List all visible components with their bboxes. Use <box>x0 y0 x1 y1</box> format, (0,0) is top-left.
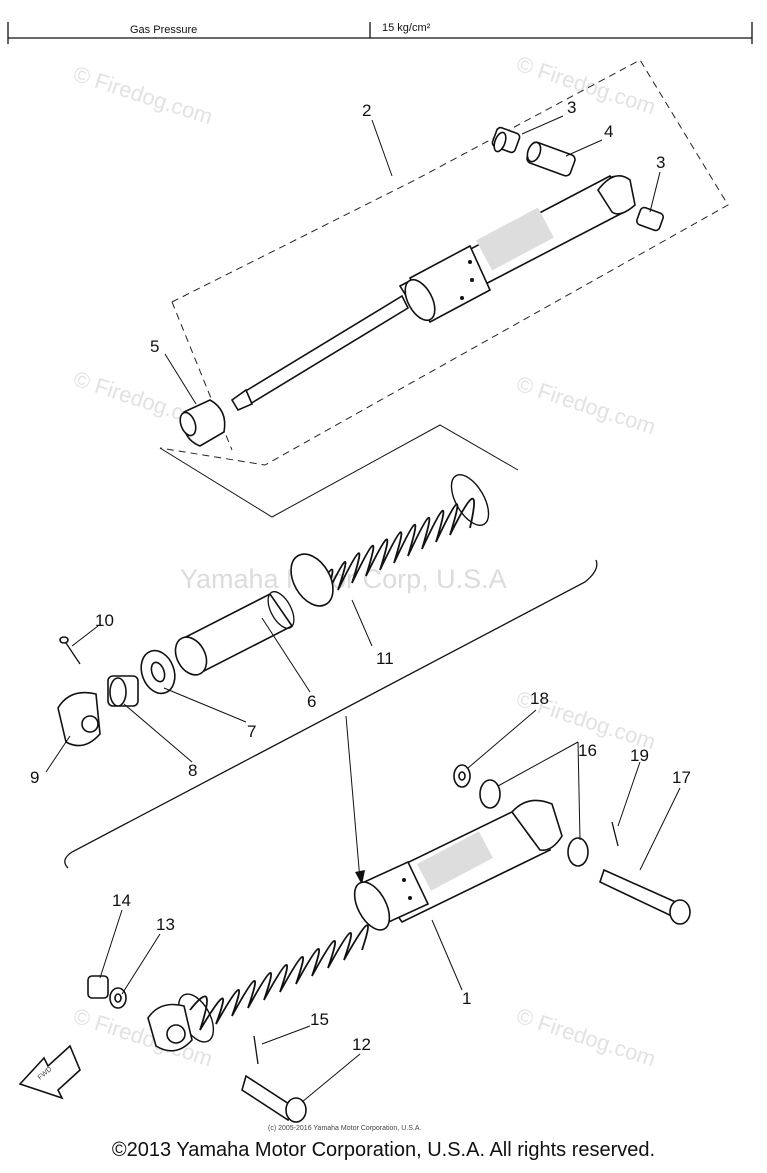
callout-5: 5 <box>150 337 159 356</box>
callout-4: 4 <box>604 122 613 141</box>
callout-11: 11 <box>376 649 394 668</box>
copyright-footer: ©2013 Yamaha Motor Corporation, U.S.A. A… <box>111 1139 656 1161</box>
callout-18: 18 <box>530 689 549 708</box>
collar-8 <box>107 675 139 707</box>
bushing-3-top <box>491 126 521 154</box>
callout-10: 10 <box>95 611 114 630</box>
callout-19: 19 <box>630 746 649 765</box>
callout-8: 8 <box>188 761 197 780</box>
fwd-arrow: FWD <box>18 1044 81 1100</box>
callout-14: 14 <box>112 891 131 910</box>
callout-17: 17 <box>672 768 691 787</box>
gas-pressure-header: Gas Pressure 15 kg/cm² <box>7 22 753 44</box>
callout-6: 6 <box>307 692 316 711</box>
callout-2: 2 <box>362 101 371 120</box>
callout-13: 13 <box>156 915 175 934</box>
gas-pressure-value: 15 kg/cm² <box>382 22 431 34</box>
washer-18 <box>453 764 471 788</box>
small-copyright: (c) 2005-2016 Yamaha Motor Corporation, … <box>268 1125 421 1132</box>
exploded-frame <box>64 559 598 885</box>
callout-9: 9 <box>30 768 39 787</box>
bump-stop-5 <box>179 399 226 447</box>
callout-1: 1 <box>462 989 471 1008</box>
spring-11 <box>290 474 490 607</box>
callout-3: 3 <box>656 153 665 172</box>
callout-7: 7 <box>247 722 256 741</box>
spring-seat-tube-6 <box>174 591 295 676</box>
callout-16: 16 <box>578 741 597 760</box>
bushing-16-left <box>479 779 501 809</box>
cotter-pin-19 <box>611 821 619 847</box>
cotter-pin-10 <box>59 636 81 665</box>
gas-pressure-label: Gas Pressure <box>130 24 197 36</box>
watermark-site: © Firedog.com <box>513 1003 658 1071</box>
rubber-9 <box>57 691 101 747</box>
bushing-16-right <box>567 837 589 867</box>
watermark-site: © Firedog.com <box>513 51 658 119</box>
callout-3: 3 <box>567 98 576 117</box>
leader-lines <box>45 115 681 1103</box>
cotter-pin-15 <box>253 1035 259 1065</box>
washer-13 <box>109 987 127 1009</box>
bolt-12 <box>241 1074 307 1123</box>
damper-rod-assembly <box>230 174 636 412</box>
collar-4 <box>526 141 576 177</box>
bolt-17 <box>599 868 691 925</box>
nut-14 <box>87 975 109 999</box>
bushing-3-right <box>635 206 665 232</box>
callout-numbers: 2 3 3 4 5 6 7 8 9 10 11 1 12 13 14 15 16… <box>30 98 691 1054</box>
callout-15: 15 <box>310 1010 329 1029</box>
watermark-site: © Firedog.com <box>70 61 215 129</box>
callout-12: 12 <box>352 1035 371 1054</box>
watermark-site: © Firedog.com <box>513 371 658 439</box>
shock-absorber-1 <box>147 799 563 1052</box>
washer-7 <box>140 649 176 695</box>
